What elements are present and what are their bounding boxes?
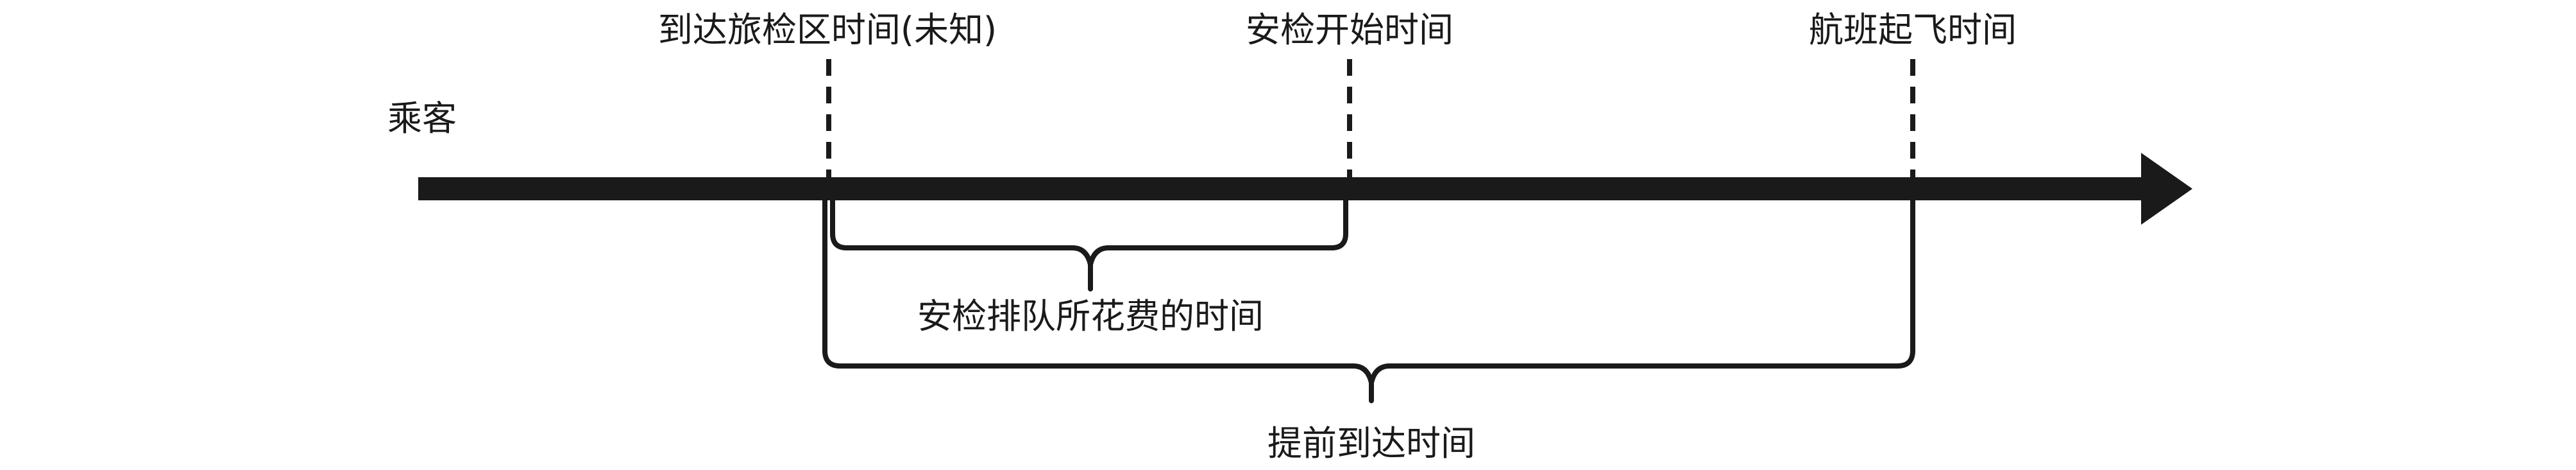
advance-arrival-label: 提前到达时间	[1267, 423, 1475, 464]
queue-time-brace	[830, 198, 1348, 267]
arrival-time-label: 到达旅检区时间(未知)	[657, 10, 997, 50]
queue-time-label: 安检排队所花费的时间	[917, 296, 1264, 336]
timeline-arrow-shaft	[418, 177, 2150, 200]
advance-arrival-brace	[822, 198, 1915, 385]
timeline-arrow-head	[2141, 153, 2192, 225]
security-start-label: 安检开始时间	[1246, 10, 1453, 50]
departure-time-label: 航班起飞时间	[1809, 10, 2017, 50]
passenger-label: 乘客	[387, 98, 457, 139]
